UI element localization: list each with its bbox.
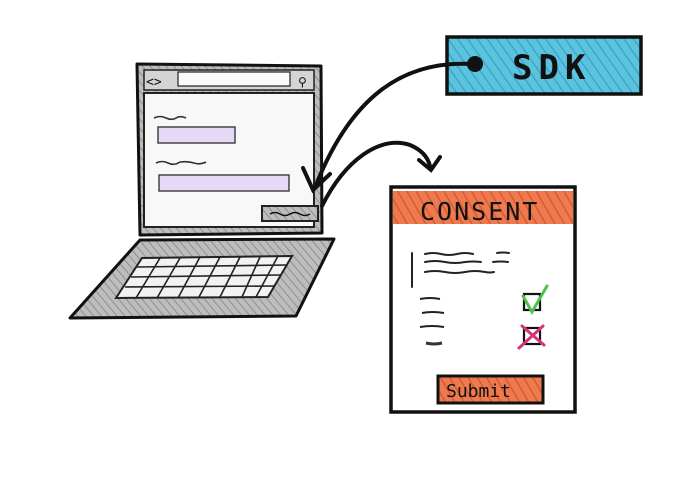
sdk-label: SDK bbox=[512, 48, 591, 88]
browser-back-forward[interactable]: <> bbox=[146, 75, 162, 90]
arrow-sdk-to-laptop bbox=[301, 61, 474, 194]
browser-url-field[interactable] bbox=[177, 71, 291, 87]
consent-form: CONSENT Submit bbox=[389, 185, 577, 414]
consent-option-2-text bbox=[419, 325, 445, 328]
sdk-connector-dot bbox=[467, 56, 483, 72]
consent-option-1-text-2 bbox=[421, 311, 445, 314]
arrowhead-into-consent bbox=[417, 155, 442, 173]
arrow-laptop-to-consent bbox=[320, 140, 442, 208]
sdk-box: SDK bbox=[445, 35, 643, 96]
form-label-scribble-1 bbox=[153, 115, 187, 121]
laptop-screen-display bbox=[143, 92, 315, 228]
consent-option-1-text bbox=[419, 297, 441, 300]
arrowhead-into-laptop bbox=[301, 166, 332, 194]
consent-title: CONSENT bbox=[420, 197, 539, 226]
checkmark-icon bbox=[521, 284, 549, 316]
form-label-scribble-2 bbox=[155, 160, 207, 166]
form-input-1[interactable] bbox=[157, 126, 236, 144]
laptop-form-button-scribble bbox=[269, 211, 311, 217]
keyboard-keys bbox=[124, 255, 288, 299]
consent-text-block bbox=[411, 251, 510, 288]
submit-button-label: Submit bbox=[446, 381, 511, 402]
consent-form-header bbox=[393, 191, 573, 224]
form-input-2[interactable] bbox=[158, 174, 290, 192]
laptop: <> ⚲ bbox=[68, 62, 336, 320]
browser-search-icon[interactable]: ⚲ bbox=[298, 75, 307, 89]
consent-option-2-text-2 bbox=[425, 341, 443, 346]
submit-button[interactable] bbox=[436, 374, 545, 405]
cross-icon bbox=[517, 324, 546, 350]
